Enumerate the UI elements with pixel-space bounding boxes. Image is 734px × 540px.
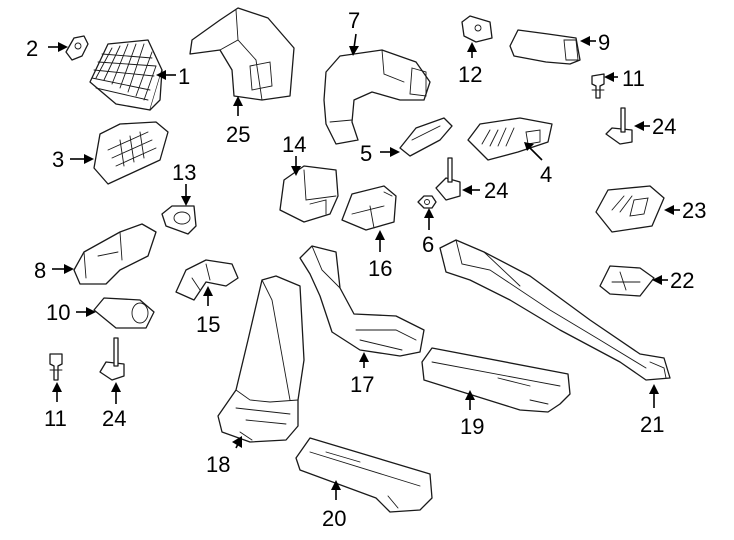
callout-22: 22 xyxy=(670,268,694,293)
callout-20: 20 xyxy=(322,506,346,531)
callout-17: 17 xyxy=(350,372,374,397)
part-25-upper-duct xyxy=(189,7,295,101)
part-6-nut xyxy=(417,195,437,209)
part-17-bent-duct xyxy=(299,245,425,357)
part-10-nozzle xyxy=(93,297,155,329)
callout-14: 14 xyxy=(282,132,306,157)
part-3-vent-duct xyxy=(93,121,169,185)
part-20-lower-flat-duct xyxy=(295,437,433,513)
callout-24-lower: 24 xyxy=(102,406,126,431)
part-24-stud-lower xyxy=(99,337,125,381)
callout-16: 16 xyxy=(368,256,392,281)
part-23-vent-block xyxy=(595,185,665,233)
part-24-stud-middle xyxy=(435,157,461,201)
part-16-block-duct xyxy=(341,185,397,231)
callout-8: 8 xyxy=(34,258,46,283)
callout-18: 18 xyxy=(206,452,230,477)
callout-10: 10 xyxy=(46,300,70,325)
part-12-bracket xyxy=(461,15,493,43)
part-18-vertical-duct xyxy=(217,275,305,443)
part-21-long-duct xyxy=(439,239,671,381)
callout-9: 9 xyxy=(598,30,610,55)
part-24-stud-upper xyxy=(605,107,633,145)
callout-23: 23 xyxy=(682,198,706,223)
part-1-grille-housing xyxy=(89,39,163,111)
callout-1: 1 xyxy=(178,64,190,89)
part-19-flat-duct xyxy=(421,347,571,413)
part-7-s-duct xyxy=(323,49,431,145)
part-4-vent-panel xyxy=(467,117,553,161)
part-2-clip xyxy=(65,35,89,61)
callout-11-upper: 11 xyxy=(622,66,645,91)
callout-labels: 1 2 3 4 5 6 7 8 9 10 11 11 12 13 14 15 1… xyxy=(26,8,706,531)
callout-7: 7 xyxy=(348,8,360,33)
part-15-bracket-duct xyxy=(175,259,239,301)
part-22-small-vent xyxy=(599,265,655,297)
callout-12: 12 xyxy=(458,62,482,87)
part-11-push-pin-lower xyxy=(49,353,63,381)
callout-24-upper: 24 xyxy=(652,114,676,139)
leader-lines xyxy=(48,33,680,500)
part-8-duct xyxy=(73,223,157,285)
callout-24-middle: 24 xyxy=(484,178,508,203)
callout-15: 15 xyxy=(196,312,220,337)
callout-19: 19 xyxy=(460,414,484,439)
part-14-connector-duct xyxy=(279,165,339,223)
callout-25: 25 xyxy=(226,122,250,147)
part-13-elbow xyxy=(161,205,197,235)
callout-3: 3 xyxy=(52,147,64,172)
callout-11-lower: 11 xyxy=(44,406,67,431)
callout-4: 4 xyxy=(540,162,552,187)
part-11-push-pin-upper xyxy=(591,73,605,99)
part-5-bracket xyxy=(399,117,453,157)
callout-6: 6 xyxy=(422,232,434,257)
callout-13: 13 xyxy=(172,160,196,185)
callout-21: 21 xyxy=(640,412,664,437)
callout-2: 2 xyxy=(26,36,38,61)
callout-5: 5 xyxy=(360,141,372,166)
part-9-small-duct xyxy=(509,29,581,65)
